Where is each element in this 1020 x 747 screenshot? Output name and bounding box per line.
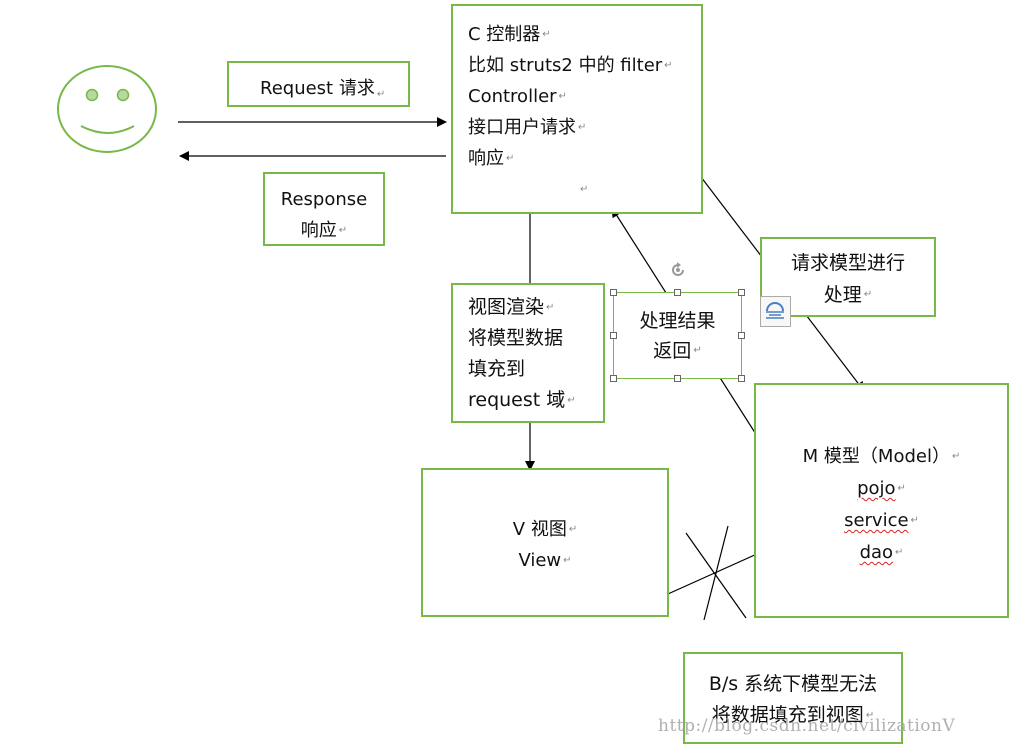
model-line-3: service (844, 510, 909, 531)
response-line-2: 响应 (300, 220, 337, 241)
paragraph-mark-icon: ↵ (563, 555, 572, 566)
view-line-2: View (518, 550, 562, 571)
resize-handle[interactable] (610, 289, 617, 296)
paragraph-mark-icon: ↵ (567, 395, 576, 406)
paragraph-mark-icon: ↵ (338, 225, 348, 236)
resize-handle[interactable] (738, 289, 745, 296)
resize-handle[interactable] (674, 375, 681, 382)
paragraph-mark-icon: ↵ (568, 524, 578, 535)
paragraph-mark-icon: ↵ (897, 483, 906, 494)
process-line-1: 请求模型进行 (790, 252, 905, 274)
watermark-url: http://blog.csdn.net/civilizationV (658, 716, 956, 736)
resize-handle[interactable] (610, 332, 617, 339)
resize-handle[interactable] (674, 289, 681, 296)
bs-line-2: 将数据填充到视图 (711, 704, 864, 726)
render-line-4: request 域 (468, 389, 566, 411)
layout-options-icon[interactable] (760, 296, 791, 327)
view-render-box[interactable]: 视图渲染↵ 将模型数据 填充到 request 域↵ (451, 283, 605, 423)
paragraph-mark-icon: ↵ (664, 60, 673, 71)
result-line-2: 返回 (653, 340, 692, 362)
view-box[interactable]: V 视图↵ View↵ (421, 468, 669, 617)
resize-handle[interactable] (738, 332, 745, 339)
bs-line-1: B/s 系统下模型无法 (708, 673, 878, 695)
paragraph-mark-icon: ↵ (558, 91, 567, 102)
view-line-1: V 视图 (512, 519, 567, 540)
process-line-2: 处理 (823, 284, 862, 306)
render-line-3: 填充到 (468, 358, 526, 380)
paragraph-mark-icon: ↵ (895, 547, 904, 558)
resize-handle[interactable] (738, 375, 745, 382)
paragraph-mark-icon: ↵ (865, 710, 875, 721)
request-label-box[interactable]: Request 请求↵ (227, 61, 410, 107)
paragraph-mark-icon: ↵ (542, 29, 551, 40)
bs-note-box[interactable]: B/s 系统下模型无法 将数据填充到视图↵ (683, 652, 903, 744)
paragraph-mark-icon: ↵ (376, 89, 386, 100)
paragraph-mark-icon: ↵ (910, 515, 919, 526)
cross-out-line-1 (685, 532, 747, 619)
model-line-4: dao (859, 542, 894, 563)
smiley-face-icon (57, 65, 157, 153)
render-line-2: 将模型数据 (468, 327, 564, 349)
response-label-box[interactable]: Response 响应↵ (263, 172, 385, 246)
controller-line-2: 比如 struts2 中的 filter (468, 55, 663, 76)
paragraph-mark-icon: ↵ (951, 451, 961, 462)
paragraph-mark-icon: ↵ (546, 302, 555, 313)
response-line-1: Response (280, 189, 368, 210)
controller-line-5: 响应 (468, 148, 504, 169)
request-label: Request 请求 (260, 78, 375, 99)
render-line-1: 视图渲染 (468, 296, 545, 318)
model-line-1: M 模型（Model） (802, 446, 950, 467)
paragraph-mark-icon: ↵ (863, 289, 873, 300)
controller-line-4: 接口用户请求 (468, 117, 576, 138)
result-line-1: 处理结果 (639, 310, 716, 332)
model-box[interactable]: M 模型（Model）↵ pojo↵ service↵ dao↵ (754, 383, 1009, 618)
result-return-box[interactable]: 处理结果 返回↵ (610, 289, 745, 382)
paragraph-mark-icon: ↵ (580, 184, 589, 195)
controller-line-1: C 控制器 (468, 24, 541, 45)
cross-out-line-2 (703, 525, 729, 621)
resize-handle[interactable] (610, 375, 617, 382)
controller-line-3: Controller (468, 86, 557, 107)
model-line-2: pojo (857, 478, 896, 499)
paragraph-mark-icon: ↵ (578, 122, 587, 133)
paragraph-mark-icon: ↵ (506, 153, 515, 164)
rotate-handle-icon[interactable] (669, 261, 687, 279)
controller-box[interactable]: C 控制器↵ 比如 struts2 中的 filter↵ Controller↵… (451, 4, 703, 214)
paragraph-mark-icon: ↵ (693, 345, 702, 356)
